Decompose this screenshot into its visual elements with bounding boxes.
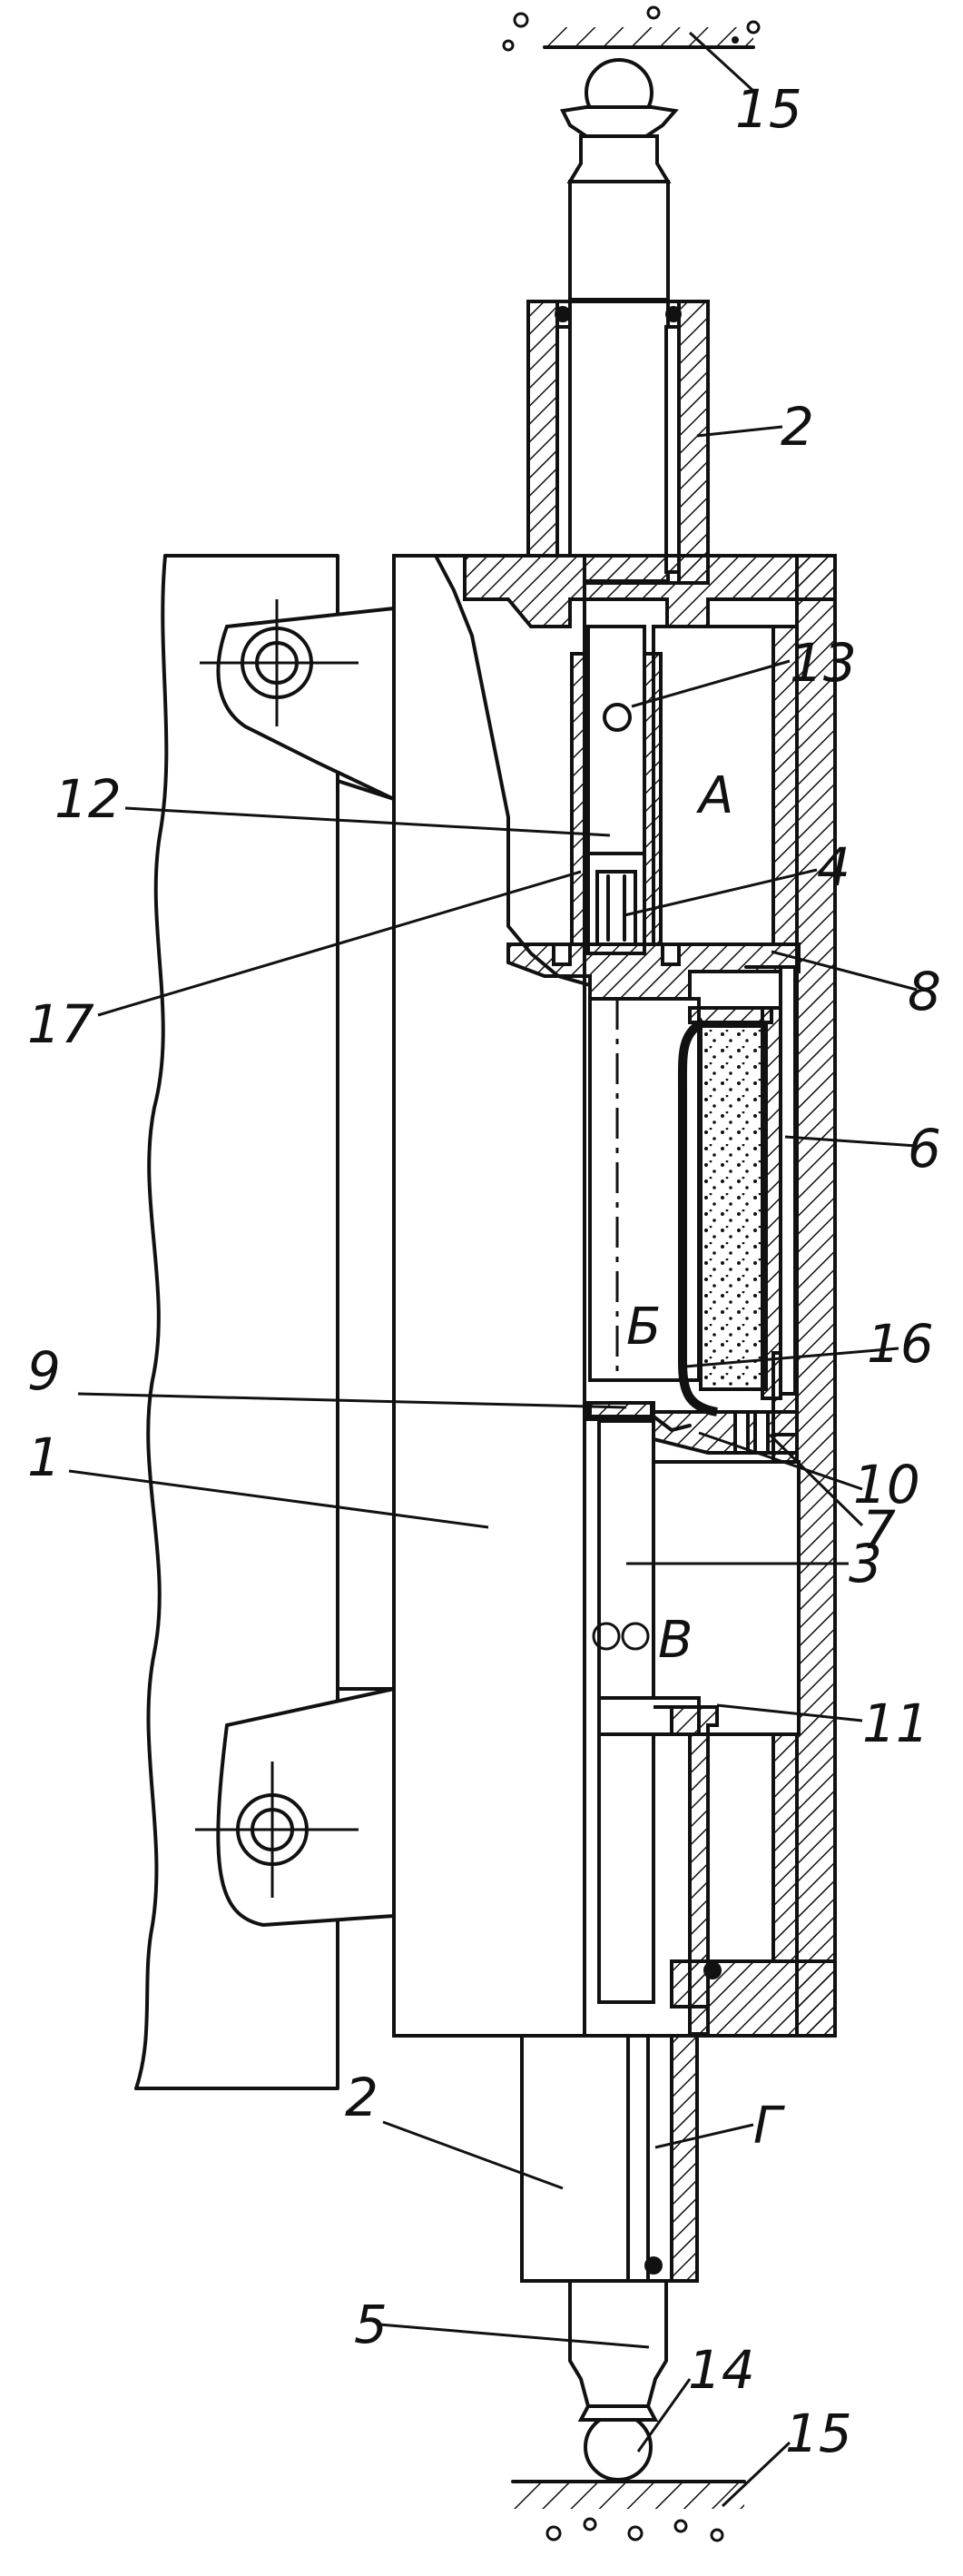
lower-cylinder-2 bbox=[522, 2036, 697, 2281]
top-ground-support bbox=[504, 7, 759, 50]
label-12: 12 bbox=[54, 768, 122, 830]
bottom-ground-support bbox=[513, 2482, 744, 2541]
label-2-top: 2 bbox=[781, 396, 814, 458]
label-14: 14 bbox=[688, 2339, 755, 2401]
label-15-bottom: 15 bbox=[785, 2403, 852, 2464]
zone-label-g: Г bbox=[753, 2097, 785, 2156]
label-17: 17 bbox=[27, 993, 94, 1055]
label-5: 5 bbox=[354, 2294, 388, 2355]
label-15-top: 15 bbox=[735, 78, 802, 140]
label-8: 8 bbox=[908, 961, 941, 1022]
label-9: 9 bbox=[27, 1340, 61, 1402]
rod-3 bbox=[594, 1421, 799, 2034]
bottom-rod-end bbox=[570, 2281, 666, 2480]
label-11: 11 bbox=[862, 1693, 929, 1754]
zone-label-a: А bbox=[696, 766, 733, 825]
label-16: 16 bbox=[867, 1313, 934, 1375]
top-cylinder-2 bbox=[528, 300, 708, 583]
label-2-bottom: 2 bbox=[345, 2067, 378, 2128]
main-body-1 bbox=[195, 556, 590, 2036]
label-4: 4 bbox=[817, 836, 850, 898]
zone-label-b: Б bbox=[626, 1298, 661, 1357]
chamber-b bbox=[590, 967, 795, 1412]
label-3: 3 bbox=[849, 1533, 882, 1594]
label-1: 1 bbox=[27, 1426, 61, 1488]
label-6: 6 bbox=[908, 1118, 941, 1179]
zone-label-v: В bbox=[658, 1611, 693, 1670]
label-13: 13 bbox=[790, 632, 857, 694]
top-rod-end bbox=[563, 60, 675, 327]
